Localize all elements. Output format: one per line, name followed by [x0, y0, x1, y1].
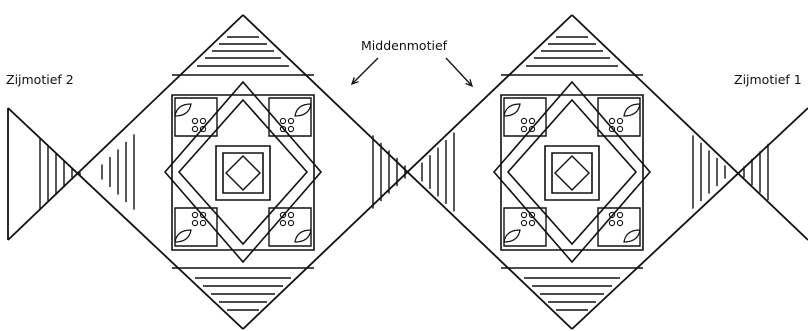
dot-ornament	[609, 220, 614, 225]
dot-ornament	[617, 220, 622, 225]
zigzag-line-upper	[572, 108, 808, 329]
center-diamond	[226, 156, 260, 190]
corner-tile	[269, 98, 311, 136]
dot-ornament	[521, 126, 526, 131]
square-frame	[172, 95, 314, 250]
label-middle-motif: Middenmotief	[361, 40, 447, 53]
dot-ornament	[192, 220, 197, 225]
leaf-ornament	[295, 230, 311, 242]
middle-motif-right	[494, 37, 650, 310]
zigzag-line-lower	[572, 15, 808, 240]
leaf-ornament	[504, 104, 520, 116]
leaf-ornament	[175, 230, 191, 242]
leaf-ornament	[504, 230, 520, 242]
center-square-inner	[552, 153, 592, 193]
dot-ornament	[288, 126, 293, 131]
dot-ornament	[617, 118, 622, 123]
leaf-ornament	[624, 104, 640, 116]
label-side-motif-1: Zijmotief 1	[734, 74, 802, 87]
dot-ornament	[617, 212, 622, 217]
zigzag-line-lower	[8, 108, 243, 329]
inner-diamond	[179, 100, 307, 244]
leaf-ornament	[295, 104, 311, 116]
leaf-ornament	[624, 230, 640, 242]
square-frame	[501, 95, 643, 250]
dot-ornament	[288, 220, 293, 225]
dot-ornament	[529, 118, 534, 123]
center-diamond	[555, 156, 589, 190]
corner-tile	[175, 208, 217, 246]
label-side-motif-2: Zijmotief 2	[6, 74, 74, 87]
zigzag-line-upper	[8, 15, 243, 240]
dot-ornament	[192, 118, 197, 123]
dot-ornament	[192, 126, 197, 131]
dot-ornament	[200, 118, 205, 123]
center-square-outer	[545, 146, 599, 200]
dot-ornament	[521, 212, 526, 217]
center-square-inner	[223, 153, 263, 193]
arrow-to-right-motif	[446, 58, 472, 86]
inner-diamond	[508, 100, 636, 244]
dot-ornament	[609, 118, 614, 123]
corner-tile	[598, 98, 640, 136]
dot-ornament	[280, 220, 285, 225]
corner-tile	[504, 208, 546, 246]
dot-ornament	[288, 118, 293, 123]
dot-ornament	[200, 220, 205, 225]
arrow-to-left-motif	[352, 58, 378, 84]
corner-tile	[175, 98, 217, 136]
dot-ornament	[521, 118, 526, 123]
dot-ornament	[617, 126, 622, 131]
corner-tile	[504, 98, 546, 136]
center-square-outer	[216, 146, 270, 200]
dot-ornament	[529, 220, 534, 225]
dot-ornament	[288, 212, 293, 217]
dot-ornament	[192, 212, 197, 217]
leaf-ornament	[175, 104, 191, 116]
dot-ornament	[280, 118, 285, 123]
dot-ornament	[521, 220, 526, 225]
middle-motif-left	[165, 37, 321, 310]
